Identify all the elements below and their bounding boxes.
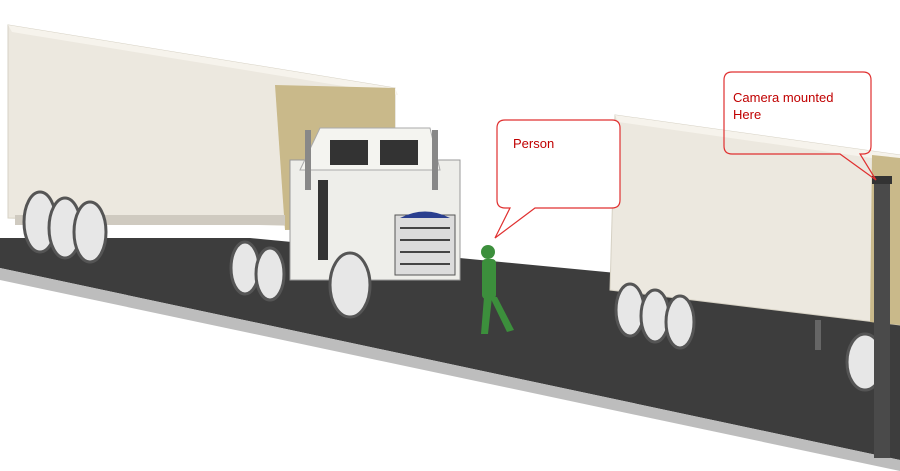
camera-callout-label-line2: Here	[733, 107, 762, 122]
camera-pole-top	[872, 176, 892, 184]
person-figure	[481, 245, 514, 334]
person-callout-bubble	[494, 119, 621, 239]
camera-callout-label-line1: Camera mounted	[733, 90, 834, 105]
truck-cab	[229, 127, 461, 319]
road-edge	[0, 268, 900, 471]
person-callout-label: Person	[513, 136, 555, 151]
camera-pole	[874, 180, 890, 458]
camera-callout-bubble	[723, 71, 877, 181]
